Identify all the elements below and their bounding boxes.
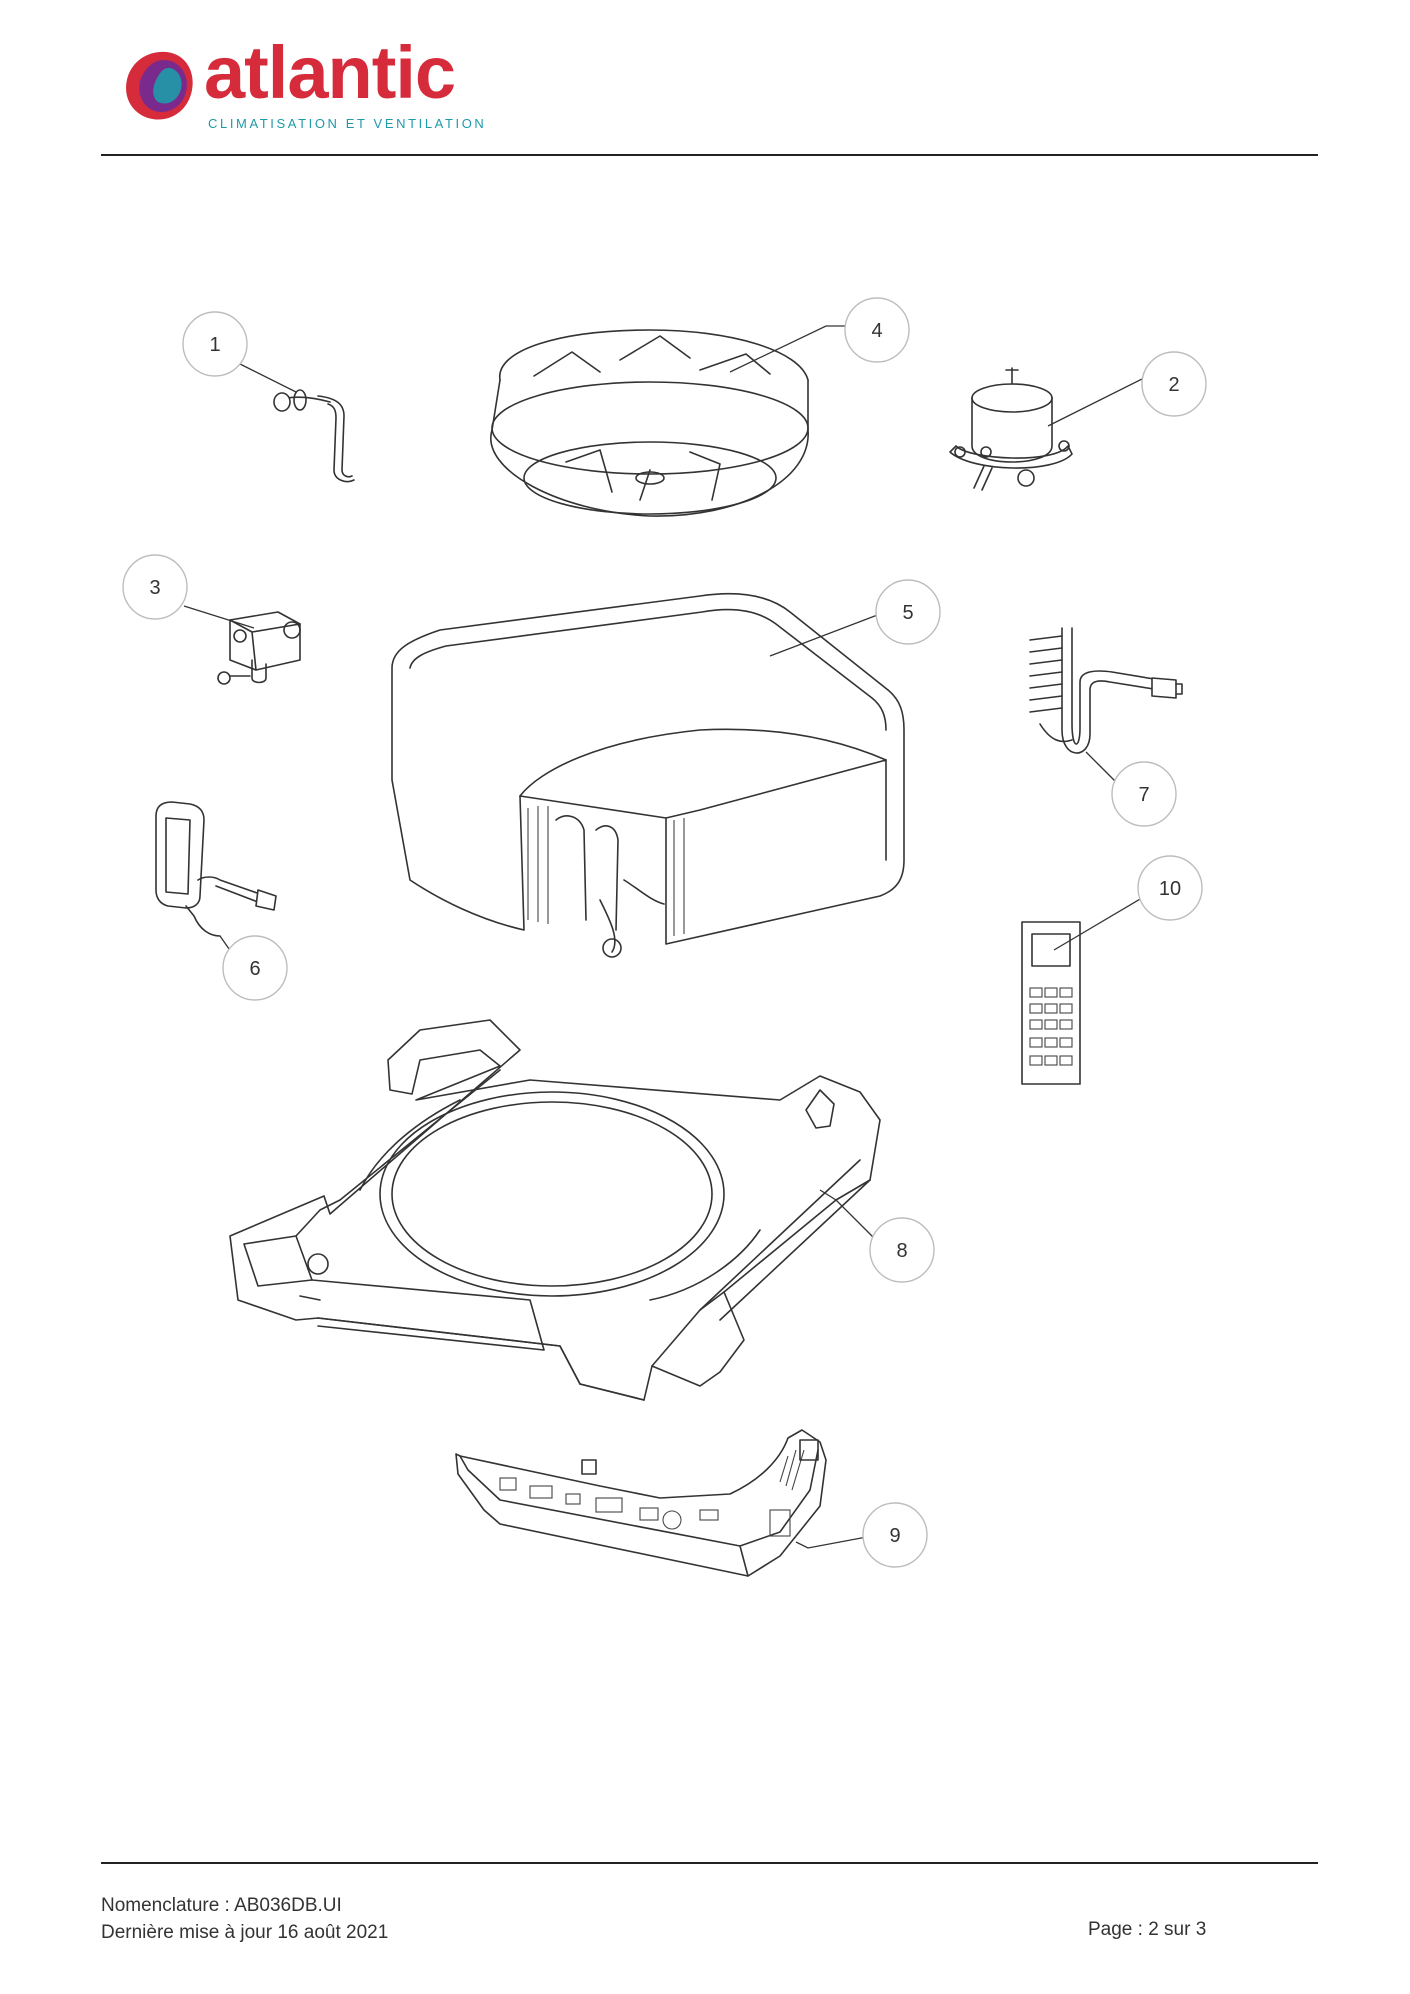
part-fan-motor <box>949 367 1073 491</box>
footer-page-number: Page : 2 sur 3 <box>1088 1919 1207 1940</box>
logo-mark-icon <box>126 51 193 120</box>
callout-9: 9 <box>862 1502 928 1568</box>
footer-nomenclature: Nomenclature : AB036DB.UI <box>101 1895 342 1916</box>
part-remote-control <box>1021 921 1081 1085</box>
callout-10-label: 10 <box>1159 878 1181 900</box>
callout-5-label: 5 <box>902 602 913 624</box>
callout-7-label: 7 <box>1138 784 1149 806</box>
part-sensor-assembly <box>155 801 277 937</box>
callout-6-label: 6 <box>249 958 260 980</box>
brand-name: atlantic <box>204 31 456 114</box>
part-drain-pump <box>217 611 301 685</box>
callout-3: 3 <box>122 554 188 620</box>
part-control-board <box>455 1429 827 1577</box>
callout-10: 10 <box>1137 855 1203 921</box>
callout-3-label: 3 <box>149 577 160 599</box>
callout-4: 4 <box>844 297 910 363</box>
callout-8: 8 <box>869 1217 935 1283</box>
footer-updated: Dernière mise à jour 16 août 2021 <box>101 1922 389 1943</box>
callout-2: 2 <box>1141 351 1207 417</box>
part-centrifugal-fan <box>490 329 809 517</box>
brand-tagline: CLIMATISATION ET VENTILATION <box>208 116 487 131</box>
footer-info: Nomenclature : AB036DB.UI Dernière mise … <box>101 1892 388 1946</box>
callout-4-label: 4 <box>871 320 882 342</box>
part-distributor-pipe <box>1029 627 1183 754</box>
footer-rule <box>101 1862 1318 1864</box>
callout-9-label: 9 <box>889 1525 900 1547</box>
callout-1: 1 <box>182 311 248 377</box>
part-evaporator-coil <box>391 592 905 958</box>
part-drain-pan-frame <box>229 1019 881 1401</box>
callout-7: 7 <box>1111 761 1177 827</box>
header-rule <box>101 154 1318 156</box>
brand-logo: atlantic CLIMATISATION ET VENTILATION <box>120 36 500 140</box>
callout-5: 5 <box>875 579 941 645</box>
callout-2-label: 2 <box>1168 374 1179 396</box>
callout-8-label: 8 <box>896 1240 907 1262</box>
callout-6: 6 <box>222 935 288 1001</box>
part-pipe-fitting <box>273 389 355 483</box>
callout-leaders <box>183 325 1153 1549</box>
callout-1-label: 1 <box>209 334 220 356</box>
